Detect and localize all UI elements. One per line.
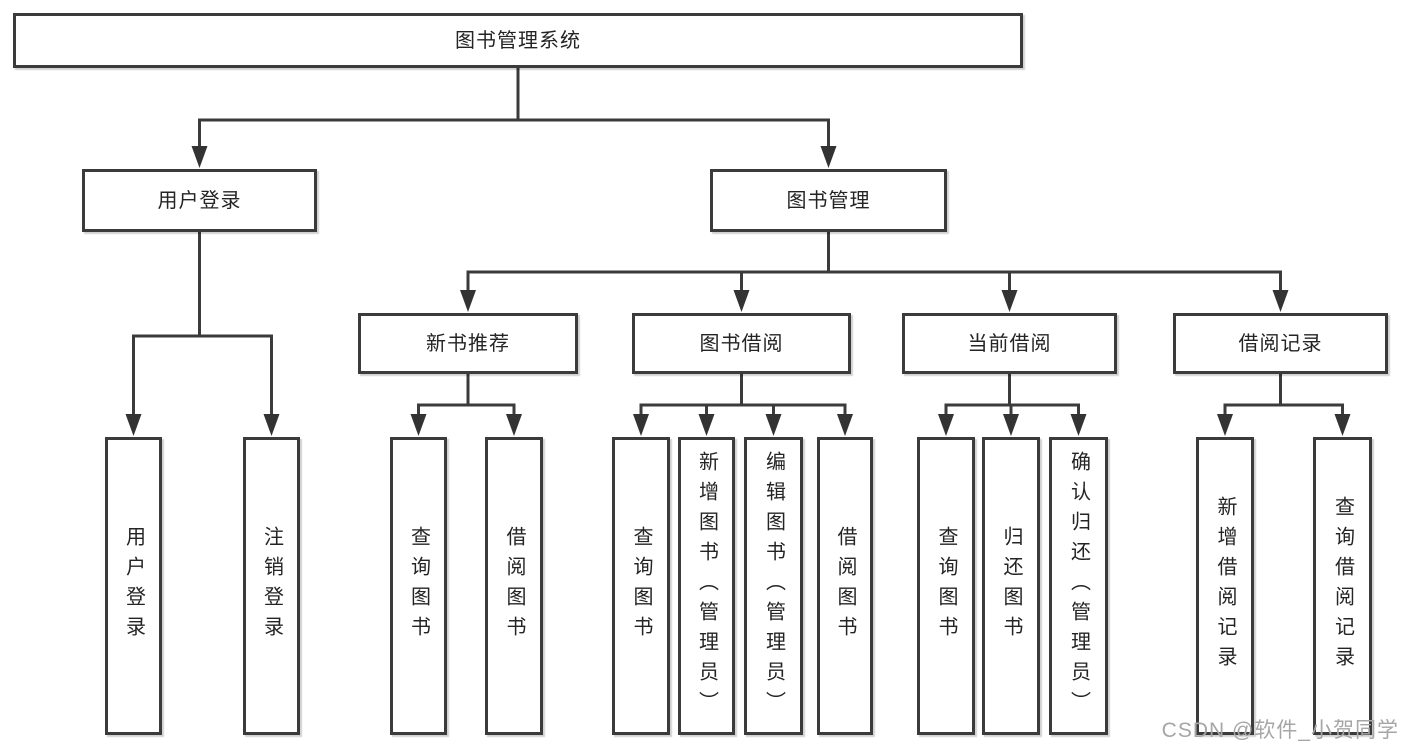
leaf-return-books: 归还图书 <box>982 437 1040 735</box>
arrowhead-down-icon <box>1217 414 1233 436</box>
node-label: 借阅记录 <box>1238 332 1323 355</box>
node-label: 编辑图书（管理员） <box>762 451 785 721</box>
node-label: 图书管理系统 <box>455 29 581 52</box>
node-label: 新书推荐 <box>426 332 510 355</box>
node-label: 借阅图书 <box>834 526 856 646</box>
node-label: 查询图书 <box>630 526 652 646</box>
arrowhead-down-icon <box>125 414 142 436</box>
arrowhead-down-icon <box>820 146 837 168</box>
csdn-watermark: CSDN @软件_小贺同学 <box>1161 719 1399 742</box>
arrowhead-down-icon <box>506 414 522 436</box>
arrowhead-down-icon <box>460 290 476 312</box>
arrowhead-down-icon <box>698 414 715 436</box>
arrowhead-down-icon <box>1334 414 1351 436</box>
arrowhead-down-icon <box>263 414 280 436</box>
arrowhead-down-icon <box>1003 414 1019 436</box>
arrowhead-down-icon <box>410 414 427 436</box>
node-current-borrowing: 当前借阅 <box>902 313 1117 374</box>
node-new-book-recommend: 新书推荐 <box>358 313 578 374</box>
node-borrowing-records: 借阅记录 <box>1173 313 1388 374</box>
arrowhead-down-icon <box>1001 290 1018 312</box>
node-label: 借阅图书 <box>503 526 525 646</box>
leaf-logout: 注销登录 <box>243 437 300 735</box>
node-label: 图书借阅 <box>699 332 784 355</box>
node-label: 注销登录 <box>260 526 283 646</box>
leaf-edit-books-admin: 编辑图书（管理员） <box>744 437 803 735</box>
node-label: 用户登录 <box>122 526 145 646</box>
node-label: 查询图书 <box>935 526 957 646</box>
node-book-management: 图书管理 <box>710 169 947 232</box>
leaf-add-books-admin: 新增图书（管理员） <box>678 437 735 735</box>
leaf-confirm-return-admin: 确认归还（管理员） <box>1049 437 1108 735</box>
leaf-query-books: 查询图书 <box>390 437 447 735</box>
node-label: 图书管理 <box>786 189 871 212</box>
leaf-borrow-books: 借阅图书 <box>485 437 543 735</box>
node-label: 归还图书 <box>1000 526 1022 646</box>
leaf-query-books: 查询图书 <box>917 437 975 735</box>
arrowhead-down-icon <box>633 414 649 436</box>
arrowhead-down-icon <box>191 146 208 168</box>
node-label: 用户登录 <box>157 189 242 212</box>
leaf-borrow-books: 借阅图书 <box>817 437 873 735</box>
node-library-management-system: 图书管理系统 <box>13 13 1023 68</box>
leaf-user-login: 用户登录 <box>105 437 162 735</box>
node-label: 新增图书（管理员） <box>695 451 718 721</box>
arrowhead-down-icon <box>765 414 782 436</box>
node-label: 确认归还（管理员） <box>1067 451 1090 721</box>
arrowhead-down-icon <box>938 414 954 436</box>
node-label: 当前借阅 <box>967 332 1052 355</box>
leaf-add-borrow-record: 新增借阅记录 <box>1196 437 1254 735</box>
node-label: 查询图书 <box>407 526 430 646</box>
node-book-borrowing: 图书借阅 <box>632 313 851 374</box>
arrowhead-down-icon <box>733 290 750 312</box>
arrowhead-down-icon <box>837 414 853 436</box>
leaf-query-borrow-record: 查询借阅记录 <box>1313 437 1372 735</box>
node-label: 查询借阅记录 <box>1331 496 1354 676</box>
node-label: 新增借阅记录 <box>1214 496 1236 676</box>
node-user-login: 用户登录 <box>82 169 317 232</box>
leaf-query-books: 查询图书 <box>612 437 670 735</box>
arrowhead-down-icon <box>1070 414 1087 436</box>
arrowhead-down-icon <box>1272 290 1289 312</box>
